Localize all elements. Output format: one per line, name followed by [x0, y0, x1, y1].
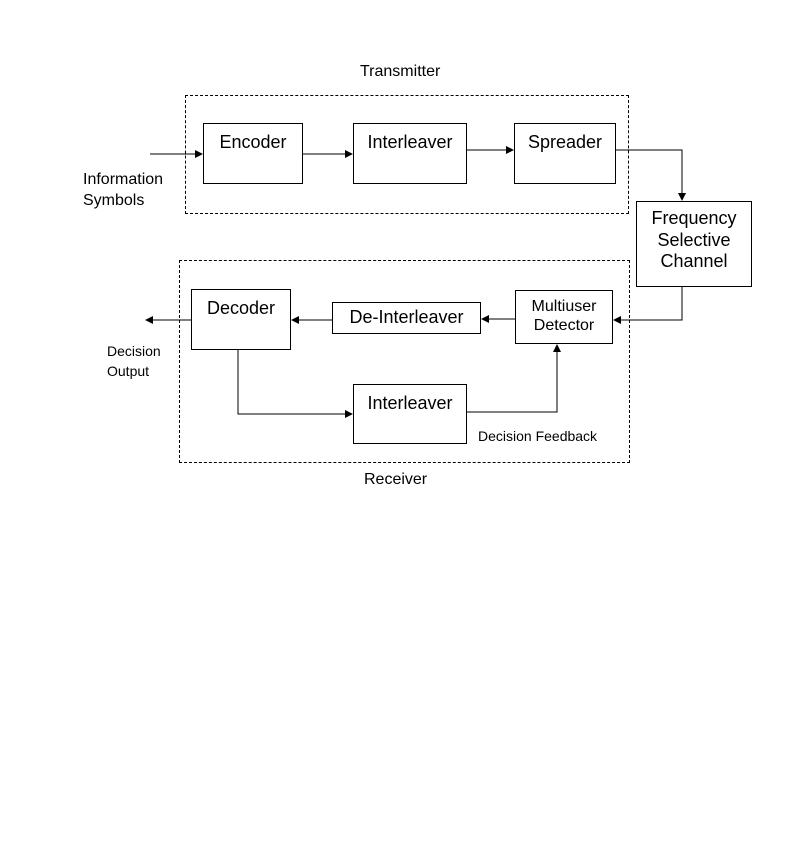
encoder-label: Encoder — [219, 132, 287, 152]
arrow-channel-to-detector — [613, 287, 683, 324]
output-label-line2: Output — [107, 362, 150, 379]
multiuser-detector-block: Multiuser Detector — [515, 290, 613, 344]
channel-block: Frequency Selective Channel — [636, 201, 752, 287]
arrow-decoder-to-interleaver — [237, 350, 353, 418]
transmitter-interleaver-block: Interleaver — [353, 123, 467, 184]
channel-label-line3: Channel — [660, 251, 728, 272]
transmitter-title: Transmitter — [360, 63, 441, 80]
detector-label-line2: Detector — [533, 317, 595, 335]
decision-feedback-label: Decision Feedback — [478, 428, 598, 444]
output-label: Decision Output — [107, 342, 161, 381]
input-label-line1: Information — [83, 171, 164, 188]
decoder-block: Decoder — [191, 289, 291, 350]
deinterleaver-block: De-Interleaver — [332, 302, 481, 334]
receiver-title: Receiver — [364, 471, 428, 488]
arrow-spreader-to-channel — [616, 149, 686, 201]
deinterleaver-label: De-Interleaver — [349, 307, 464, 328]
receiver-group — [179, 260, 630, 463]
encoder-block: Encoder — [203, 123, 303, 184]
decoder-label: Decoder — [206, 298, 276, 318]
input-label-line2: Symbols — [83, 191, 145, 209]
detector-label-line1: Multiuser — [531, 298, 597, 315]
input-label: Information Symbols — [83, 170, 163, 212]
channel-label-line1: Frequency — [651, 208, 737, 228]
channel-label-line2: Selective — [657, 229, 731, 250]
arrow-interleaver-to-detector — [467, 344, 561, 413]
spreader-label: Spreader — [527, 132, 603, 152]
receiver-interleaver-block: Interleaver — [353, 384, 467, 444]
transmitter-interleaver-label: Interleaver — [367, 132, 453, 152]
receiver-interleaver-label: Interleaver — [367, 393, 453, 413]
output-label-line1: Decision — [107, 343, 161, 359]
spreader-block: Spreader — [514, 123, 616, 184]
